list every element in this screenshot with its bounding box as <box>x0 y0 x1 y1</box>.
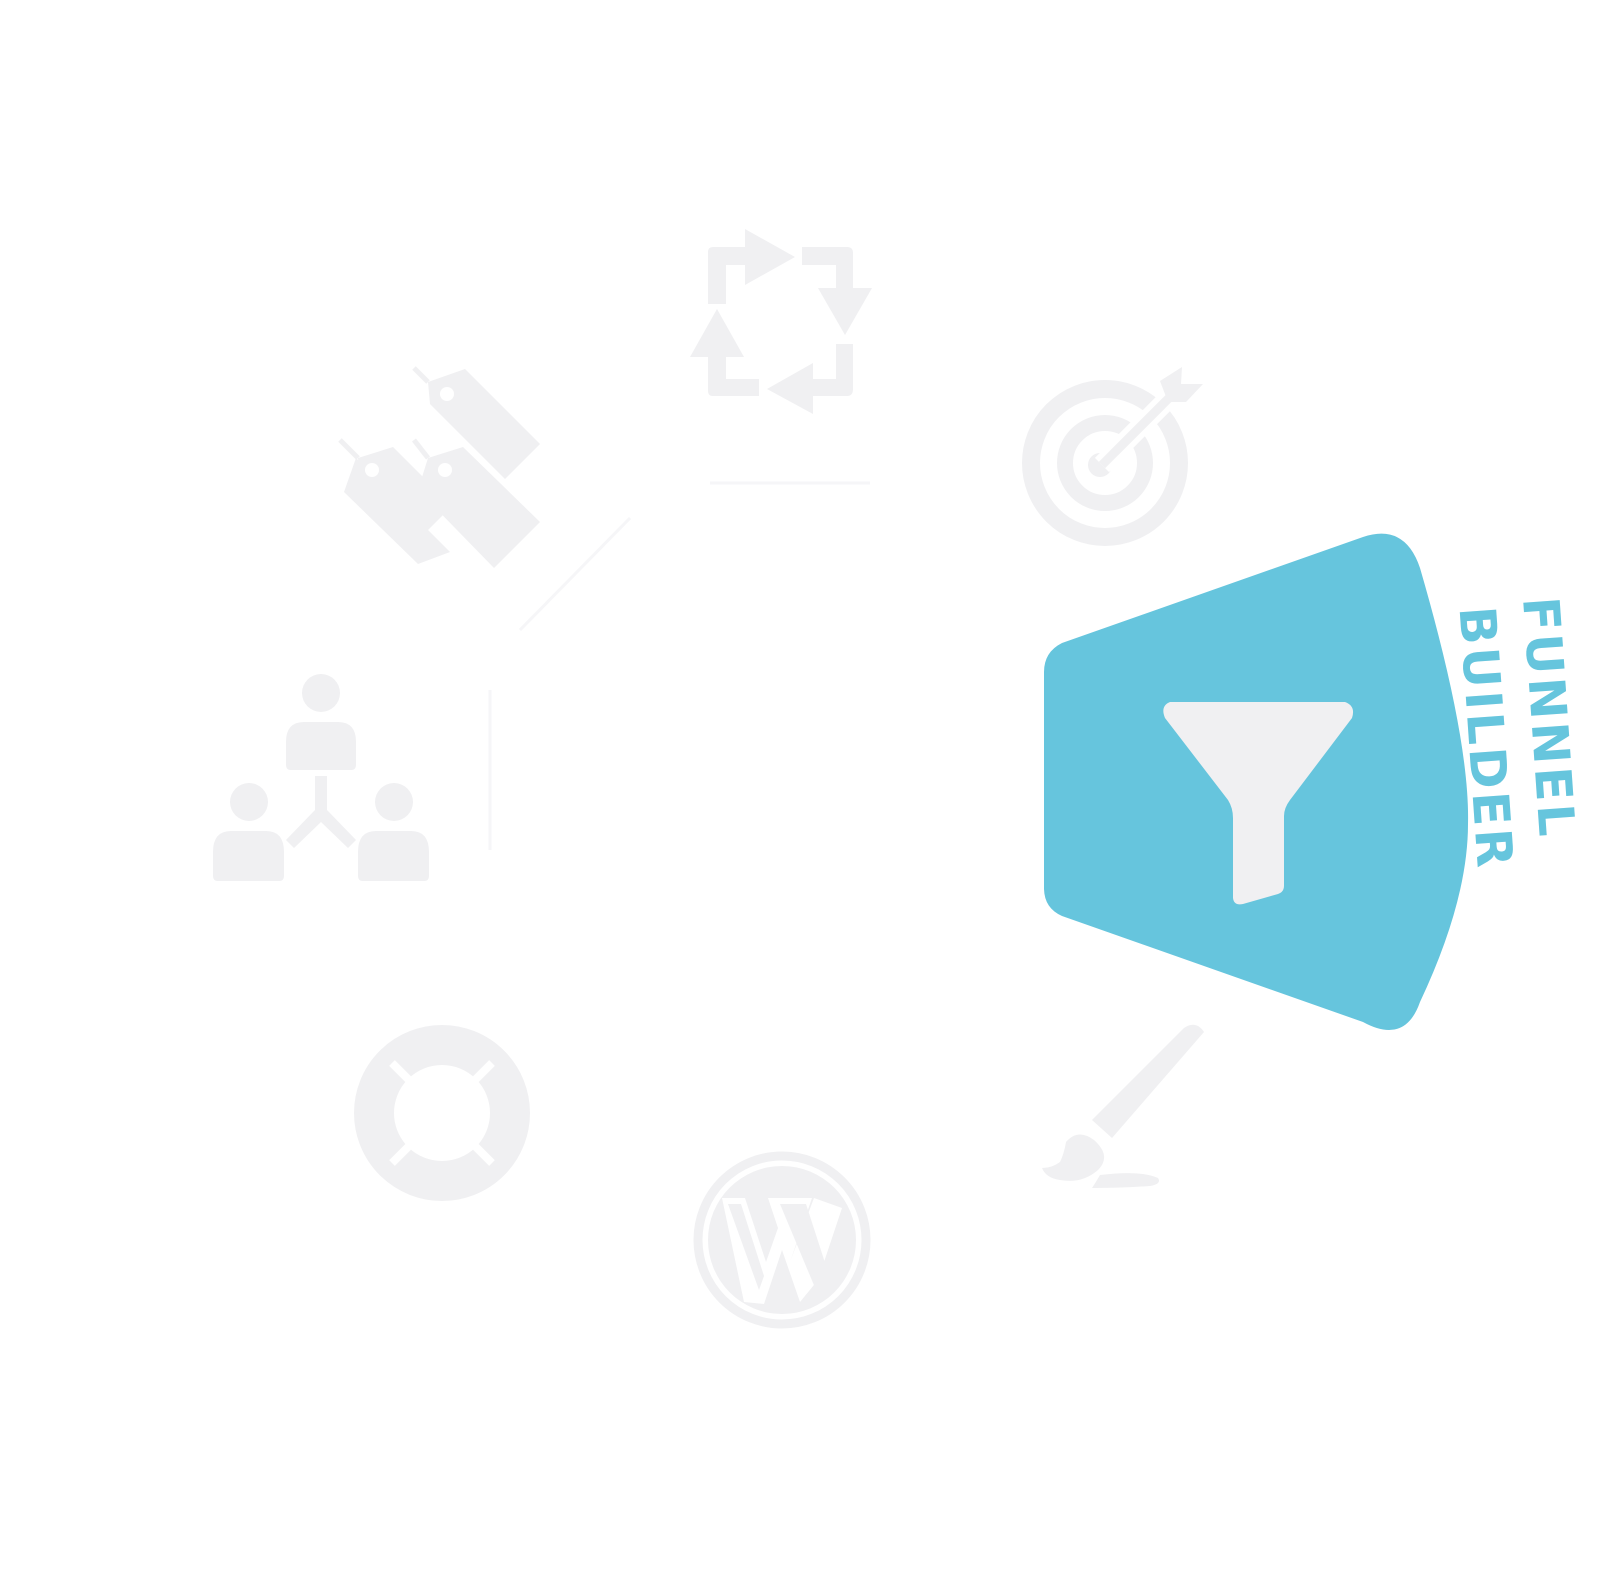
feature-label-line1: FUNNEL <box>1511 595 1586 841</box>
team-hierarchy-icon <box>213 674 429 881</box>
target-arrow-icon <box>1022 367 1203 546</box>
funnel-builder-panel[interactable]: FUNNEL BUILDER <box>1044 533 1586 1031</box>
price-tags-icon <box>338 366 540 568</box>
funnel-builder-label: FUNNEL BUILDER <box>1448 595 1586 872</box>
background-traces <box>488 481 870 850</box>
paintbrush-icon <box>1042 1024 1204 1188</box>
cycle-arrows-icon <box>690 229 872 414</box>
wordpress-icon <box>693 1151 871 1329</box>
lifebuoy-icon <box>354 1025 530 1201</box>
funnel-icon <box>1163 702 1354 905</box>
